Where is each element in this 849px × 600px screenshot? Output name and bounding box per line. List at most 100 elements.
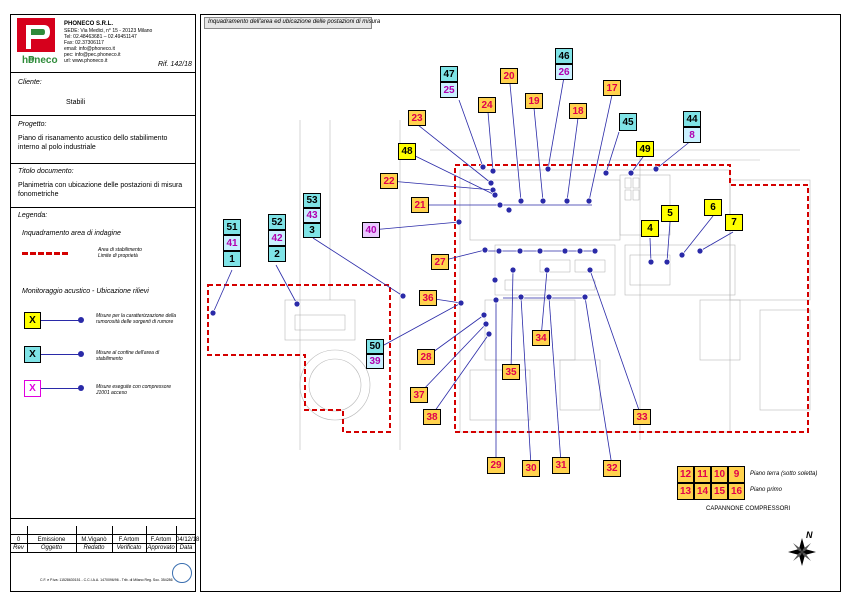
company-line: Tel: 02.48463681 – 02.49451147	[64, 34, 137, 40]
point-label-33: 33	[633, 409, 651, 425]
legend-line	[41, 354, 81, 355]
point-label-50: 50	[366, 339, 384, 354]
company-line: email: info@phoneco.it	[64, 46, 115, 52]
rev-cell: M.Viganò	[81, 537, 107, 543]
point-label-40: 40	[362, 222, 380, 238]
legenda-label: Legenda:	[18, 212, 48, 219]
point-label-42: 42	[268, 230, 286, 246]
rev-cell: F.Artom	[118, 537, 140, 543]
progetto-label: Progetto:	[18, 121, 47, 128]
point-label-35: 35	[502, 364, 520, 380]
rev-cell: 04/12/18	[176, 537, 200, 543]
point-label-30: 30	[522, 460, 540, 477]
point-label-17: 17	[603, 80, 621, 96]
titolo-label: Titolo documento:	[18, 168, 74, 175]
certification-stamp-icon	[172, 563, 192, 583]
point-label-41: 41	[223, 235, 241, 251]
company-contact: SEDE: Via Medici, n° 15 - 20123 Milano T…	[64, 28, 184, 64]
point-label-4: 4	[641, 220, 659, 237]
inquadramento-label: Inquadramento area di indagine	[22, 230, 121, 237]
property-boundary-annex	[207, 284, 391, 433]
cliente-value: Stabili	[66, 99, 86, 106]
rev-cell: 0	[16, 537, 21, 543]
compressor-label-14: 14	[694, 483, 711, 500]
compressor-floor-ground: Piano terra (sotto soletta)	[750, 471, 818, 477]
map-header: Inquadramento dell'area ed ubicazione de…	[208, 19, 381, 25]
divider	[10, 72, 196, 73]
north-arrow-icon	[788, 538, 816, 566]
company-logo: P	[14, 17, 62, 67]
legend-compressor-desc: Misure eseguite con compressore J1001 ac…	[96, 384, 172, 396]
point-label-18: 18	[569, 103, 587, 119]
point-label-20: 20	[500, 68, 518, 84]
point-label-27: 27	[431, 254, 449, 270]
rev-header: Rev	[13, 545, 24, 551]
point-label-37: 37	[410, 387, 428, 403]
point-label-46: 46	[555, 48, 573, 64]
compressor-floor-first: Piano primo	[750, 487, 783, 493]
point-label-29: 29	[487, 457, 505, 474]
rev-header: Verificato	[116, 545, 142, 551]
compressor-label-9: 9	[728, 466, 745, 483]
point-label-31: 31	[552, 457, 570, 474]
point-label-2: 2	[268, 246, 286, 262]
point-label-3: 3	[303, 223, 321, 238]
point-label-44: 44	[683, 111, 701, 127]
point-label-53: 53	[303, 193, 321, 208]
point-label-21: 21	[411, 197, 429, 213]
point-label-47: 47	[440, 66, 458, 82]
legend-source-desc: Misure per la caratterizzazione della ru…	[96, 313, 177, 325]
legend-boundary-desc: Misure al confine dell'area di stabilime…	[96, 350, 160, 362]
point-label-24: 24	[478, 97, 496, 113]
legend-swatch-source: X	[24, 312, 41, 329]
point-label-22: 22	[380, 173, 398, 189]
compressor-label-11: 11	[694, 466, 711, 483]
point-label-5: 5	[661, 205, 679, 222]
svg-text:P: P	[28, 55, 35, 66]
point-label-43: 43	[303, 208, 321, 223]
measurement-points	[209, 163, 704, 338]
legend-point-icon	[78, 351, 84, 357]
compressor-label-15: 15	[711, 483, 728, 500]
map-header-bar	[204, 17, 372, 29]
divider	[10, 163, 196, 164]
area-description: Area di stabilimento Limite di proprietà	[98, 247, 142, 259]
company-line: url: www.phoneco.it	[64, 58, 108, 64]
company-line: pec: info@pec.phoneco.it	[64, 52, 121, 58]
point-label-25: 25	[440, 82, 458, 98]
company-line: Fax: 02.37306117	[64, 40, 104, 46]
divider	[10, 207, 196, 208]
equipment-detail	[294, 177, 671, 331]
leader-lines	[212, 76, 734, 467]
point-label-19: 19	[525, 93, 543, 109]
point-label-7: 7	[725, 214, 743, 231]
divider	[10, 115, 196, 116]
compressor-label-12: 12	[677, 466, 694, 483]
point-label-34: 34	[532, 330, 550, 346]
progetto-value: Piano di risanamento acustico dello stab…	[18, 135, 168, 151]
titolo-value: Planimetria con ubicazione delle postazi…	[18, 182, 183, 198]
divider	[10, 552, 196, 553]
property-boundary-main	[454, 164, 809, 433]
compressor-label-16: 16	[728, 483, 745, 500]
compressor-label-13: 13	[677, 483, 694, 500]
legend-swatch-compressor: X	[24, 380, 41, 397]
point-label-36: 36	[419, 290, 437, 306]
point-label-23: 23	[408, 110, 426, 126]
rev-header: Redatto	[83, 545, 105, 551]
point-label-32: 32	[603, 460, 621, 477]
company-name: PHONECO S.R.L.	[64, 21, 114, 27]
footer-text: C.F. e P.iva: 11528630151 - C.C.I.A.A. 1…	[40, 578, 173, 582]
rev-header: Data	[179, 545, 193, 551]
point-label-48: 48	[398, 143, 416, 160]
reference-number: Rif. 142/18	[158, 61, 192, 68]
point-label-26: 26	[555, 64, 573, 80]
divider	[10, 518, 196, 519]
point-label-6: 6	[704, 199, 722, 216]
point-label-28: 28	[417, 349, 435, 365]
title-block	[10, 14, 196, 592]
rev-header: Approvato	[147, 545, 175, 551]
point-label-51: 51	[223, 219, 241, 235]
point-label-8: 8	[683, 127, 701, 143]
